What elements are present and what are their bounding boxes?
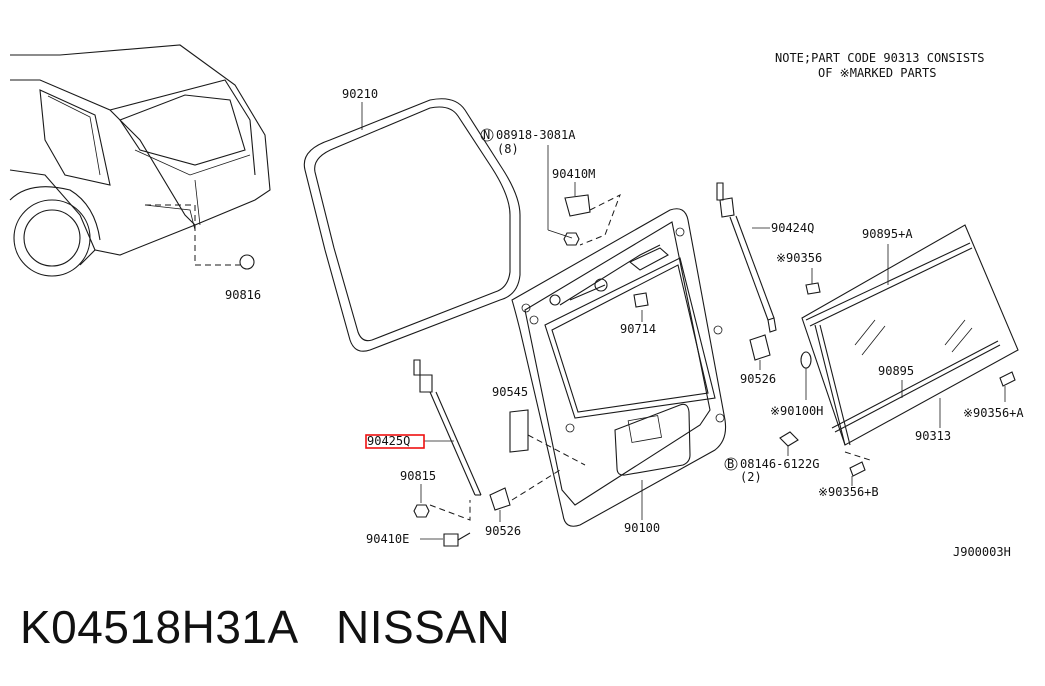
footer-part-number: K04518H31A xyxy=(20,601,297,653)
clip-90356B-icon xyxy=(849,461,866,477)
label-90410E: 90410E xyxy=(366,532,409,546)
label-08918: 08918-3081A xyxy=(496,128,576,142)
note-line-1: NOTE;PART CODE 90313 CONSISTS xyxy=(775,51,985,65)
bumper-icon xyxy=(633,292,649,308)
bracket-bottom-icon xyxy=(489,487,511,511)
gas-stay-right xyxy=(716,182,777,333)
label-90356A: ※90356+A xyxy=(963,406,1024,420)
back-door xyxy=(511,208,727,527)
bolt-symbol-letter: B xyxy=(727,457,734,471)
grommet-icon xyxy=(800,351,812,369)
label-90100: 90100 xyxy=(624,521,660,535)
label-90526-right: 90526 xyxy=(740,372,776,386)
label-90425Q: 90425Q xyxy=(367,434,410,448)
bolt-08146-icon xyxy=(779,431,799,447)
label-90424Q: 90424Q xyxy=(771,221,814,235)
label-90895A: 90895+A xyxy=(862,227,913,241)
vehicle-illustration xyxy=(9,44,271,277)
footer-caption: K04518H31A NISSAN xyxy=(20,600,510,654)
nut-symbol-letter: N xyxy=(483,128,490,142)
nut-symbol-icon xyxy=(480,128,494,142)
clip-90356-icon xyxy=(805,282,821,295)
label-08146-qty: (2) xyxy=(740,470,762,484)
weatherstrip xyxy=(303,98,521,352)
label-90356B: ※90356+B xyxy=(818,485,879,499)
latch-icon xyxy=(564,194,591,217)
label-90410M: 90410M xyxy=(552,167,595,181)
diagram-code: J900003H xyxy=(953,545,1011,559)
note-line-2: OF ※MARKED PARTS xyxy=(818,66,936,80)
label-08918-qty: (8) xyxy=(497,142,519,156)
label-90545: 90545 xyxy=(492,385,528,399)
label-90714: 90714 xyxy=(620,322,656,336)
label-90210: 90210 xyxy=(342,87,378,101)
nut-icon xyxy=(563,232,580,246)
bolt-90410E-icon xyxy=(443,533,459,547)
label-90313: 90313 xyxy=(915,429,951,443)
seal-pad-icon xyxy=(509,409,529,453)
nut-90815-icon xyxy=(413,504,430,518)
label-90356: ※90356 xyxy=(776,251,822,265)
bracket-right-icon xyxy=(749,334,771,361)
gas-stay-left xyxy=(413,359,482,496)
footer-brand: NISSAN xyxy=(335,601,511,653)
label-08146: 08146-6122G xyxy=(740,457,819,471)
highlight-box xyxy=(365,434,425,449)
clip-90356A-icon xyxy=(999,371,1016,387)
label-90526-bottom: 90526 xyxy=(485,524,521,538)
bolt-symbol-icon xyxy=(724,457,738,471)
label-90816: 90816 xyxy=(225,288,261,302)
label-90100H: ※90100H xyxy=(770,404,823,418)
label-90895: 90895 xyxy=(878,364,914,378)
label-90815: 90815 xyxy=(400,469,436,483)
